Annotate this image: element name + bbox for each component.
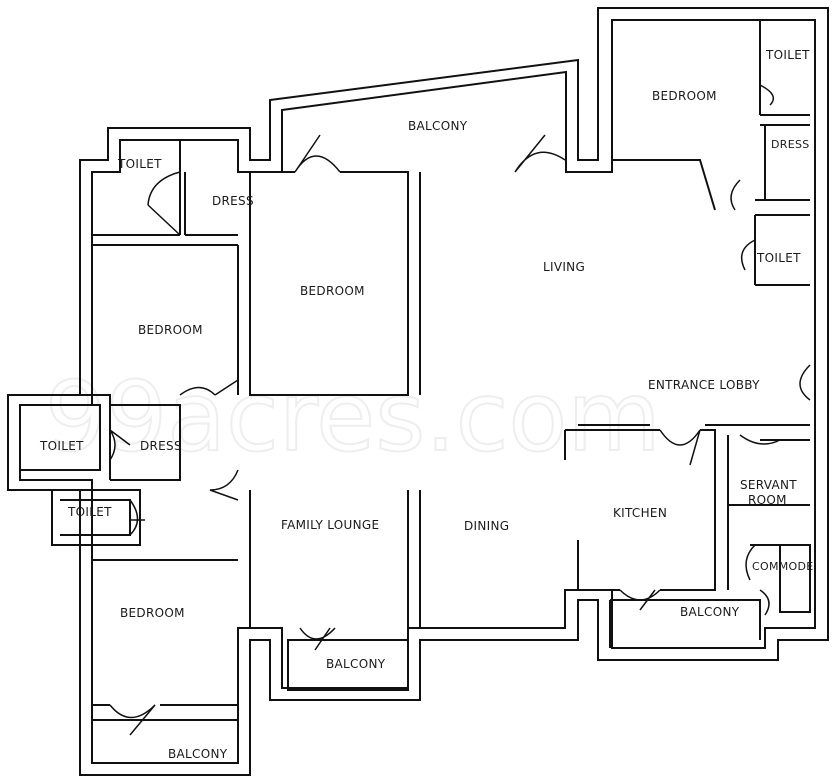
- room-label: DINING: [464, 519, 509, 533]
- room-label: DRESS: [212, 194, 254, 208]
- room-label: FAMILY LOUNGE: [281, 518, 379, 532]
- room-label: BEDROOM: [300, 284, 365, 298]
- room-label: ROOM: [748, 493, 787, 507]
- room-label: DRESS: [771, 138, 810, 151]
- room-label: DRESS: [140, 439, 182, 453]
- room-label: TOILET: [765, 48, 810, 62]
- room-label: ENTRANCE LOBBY: [648, 378, 760, 392]
- room-label: BALCONY: [168, 747, 228, 761]
- room-label: BALCONY: [408, 119, 468, 133]
- room-label: BALCONY: [326, 657, 386, 671]
- room-label: BEDROOM: [120, 606, 185, 620]
- room-label: TOILET: [67, 505, 112, 519]
- room-label: SERVANT: [740, 478, 797, 492]
- doors: [109, 84, 811, 736]
- room-label: TOILET: [117, 157, 162, 171]
- room-label: COMMODE: [752, 560, 814, 573]
- room-label: TOILET: [756, 251, 801, 265]
- walls: [7, 7, 829, 776]
- room-label: TOILET: [39, 439, 84, 453]
- room-label: KITCHEN: [613, 506, 667, 520]
- room-label: BEDROOM: [652, 89, 717, 103]
- watermark: 99acres.com: [45, 361, 661, 473]
- room-labels: TOILET DRESS BEDROOM BEDROOM BALCONY BED…: [39, 48, 814, 761]
- room-label: LIVING: [543, 260, 585, 274]
- room-label: BEDROOM: [138, 323, 203, 337]
- room-label: BALCONY: [680, 605, 740, 619]
